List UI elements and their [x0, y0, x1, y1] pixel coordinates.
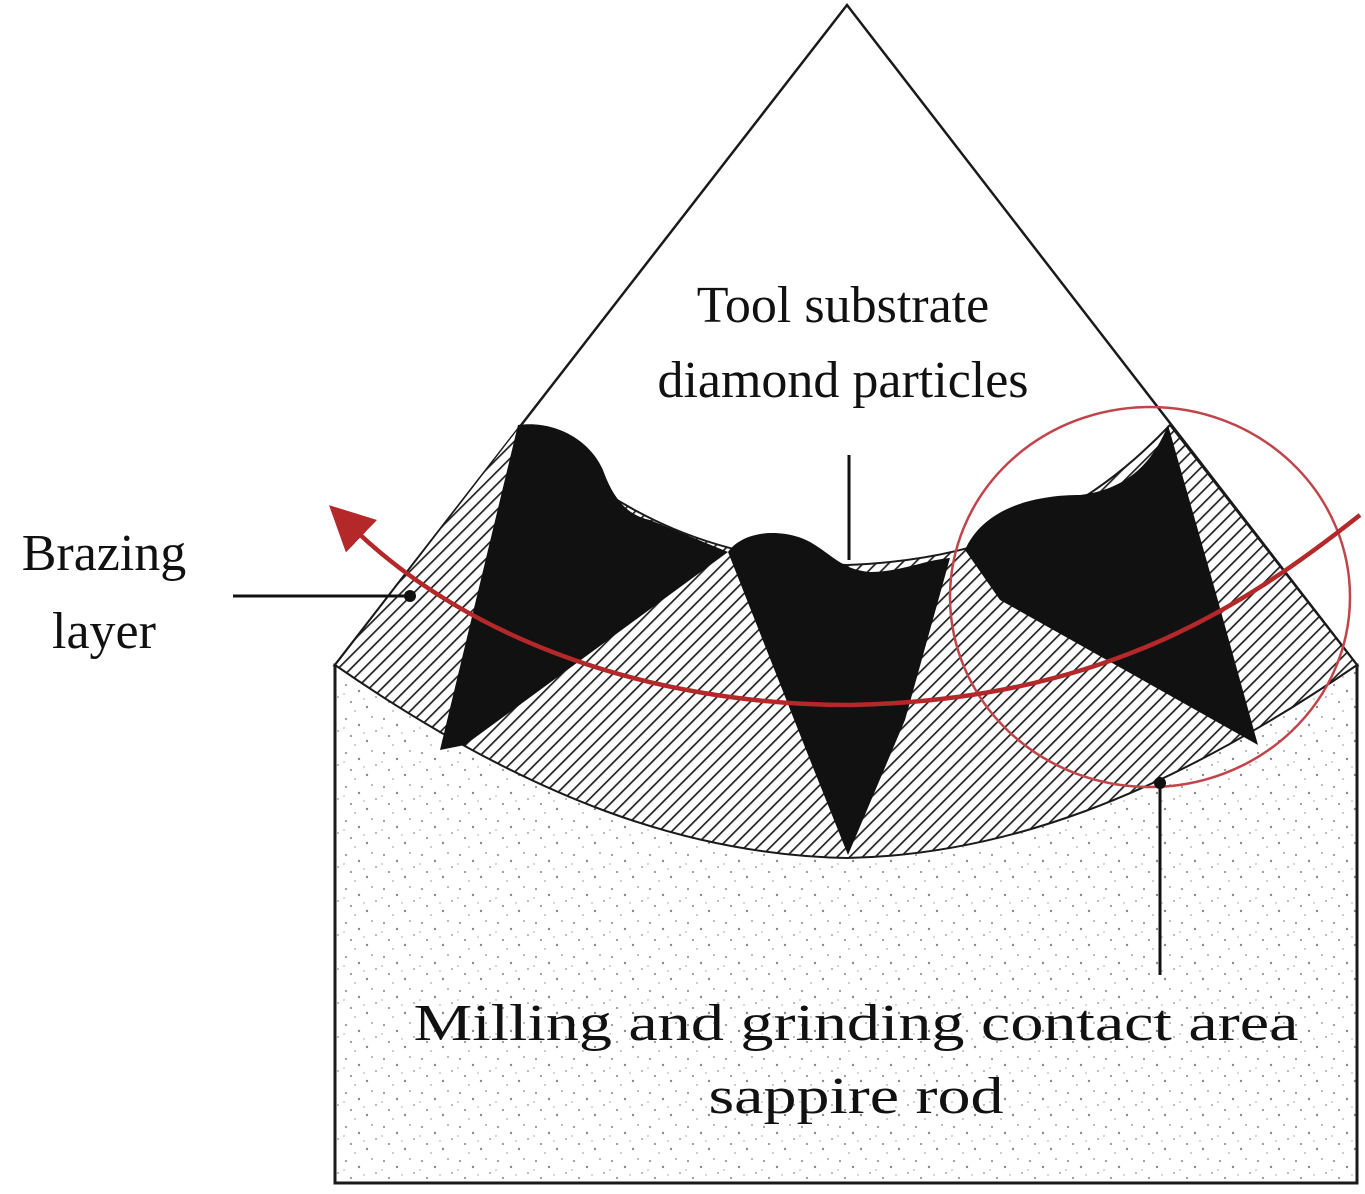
rotation-arrow — [328, 505, 1362, 708]
label-brazing-line2: layer — [52, 603, 156, 660]
highlight-circle — [948, 405, 1352, 789]
label-brazing-line1: Brazing — [22, 525, 187, 582]
diamond-particle-right — [965, 425, 1258, 745]
label-contact-line2: sappire rod — [709, 1068, 1004, 1125]
label-tool-substrate-line1: Tool substrate — [697, 277, 989, 334]
leader-dot-contact — [1154, 777, 1166, 789]
leader-dot-brazing — [404, 590, 416, 602]
diamond-particle-left — [440, 424, 728, 750]
label-contact-line1: Milling and grinding contact area — [414, 995, 1299, 1052]
diamond-particle-middle — [728, 533, 950, 855]
label-tool-substrate-line2: diamond particles — [657, 352, 1028, 409]
